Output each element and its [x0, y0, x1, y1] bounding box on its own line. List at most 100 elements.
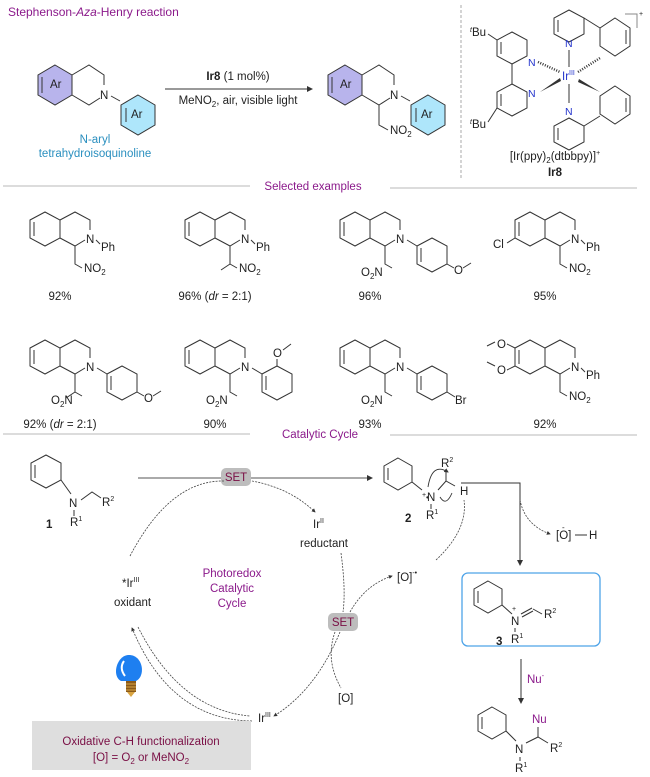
methoxy-o: O	[454, 265, 463, 277]
oh-arrow	[519, 499, 551, 535]
cycle-arc	[273, 631, 341, 717]
n-aryl-ring	[120, 94, 156, 136]
ir-ii: IrII	[313, 518, 324, 531]
nitro-group: NO2	[569, 263, 591, 277]
ar-label: Ar	[421, 109, 433, 121]
nitro-group: O2N	[51, 395, 73, 409]
bromo-group: Br	[455, 395, 467, 407]
r1-group: R1	[515, 762, 527, 775]
phenyl-label: Ph	[101, 242, 115, 254]
compound-number: 2	[405, 513, 411, 525]
n-atom: N	[86, 234, 94, 246]
r1-group: R1	[511, 633, 523, 646]
cation-charge: +	[422, 492, 426, 499]
final-product: N Nu R2 R1	[477, 706, 562, 775]
iridium-center: IrIII	[562, 70, 575, 83]
example-compound: N Br O2N 93%	[339, 339, 467, 431]
yield-label: 92% (dr = 2:1)	[23, 419, 96, 431]
ir-iii: IrIII	[258, 712, 271, 725]
catalyst-formula: [Ir(ppy)2(dtbbpy)]+	[510, 150, 600, 165]
compound-number: 3	[496, 636, 502, 648]
r2-group: R2	[102, 496, 114, 509]
compound-3: + N R2 R1 3	[473, 580, 556, 648]
set-label: SET	[225, 472, 247, 484]
example-compound: N O O2N 92% (dr = 2:1)	[23, 339, 162, 431]
h-atom: H	[460, 486, 468, 498]
methoxy-o: O	[273, 348, 282, 360]
oxidant-label: oxidant	[114, 597, 152, 609]
yield-label: 95%	[533, 291, 556, 303]
ar-label: Ar	[340, 79, 352, 91]
compound-1: N R2 R1 1	[30, 454, 114, 531]
o-radical-anion: [O]-•	[397, 570, 418, 584]
n-atom: N	[528, 88, 536, 100]
nitro-group: NO2	[569, 391, 591, 405]
tbu-group: tBu	[470, 119, 486, 131]
n-atom: N	[571, 362, 579, 374]
r2-group: R2	[544, 608, 556, 621]
ir-iii-excited: *IrIII	[122, 577, 139, 590]
set-badge-top	[221, 468, 251, 486]
substrate-structure: Ar N Ar N-aryl tetrahydroisoquinoline	[37, 64, 156, 160]
set-badge-bottom	[328, 613, 358, 631]
cycle-label: Cycle	[218, 598, 247, 610]
nitro-group: NO2	[239, 263, 261, 277]
cycle-arc	[349, 575, 393, 613]
nu-group: Nu	[532, 714, 547, 726]
product-structure: Ar N Ar NO2	[327, 64, 446, 139]
yield-label: 96% (dr = 2:1)	[178, 291, 251, 303]
catalyst-structure: N IrIII N N N tBu tBu + [Ir(ppy)2	[470, 9, 643, 179]
example-compound: N O O2N 90%	[184, 339, 293, 431]
deprotonation-arrow	[461, 482, 523, 566]
note-line: Oxidative C-H functionalization	[62, 736, 219, 748]
substrate-caption: tetrahydroisoquinoline	[39, 148, 152, 160]
yield-label: 93%	[358, 419, 381, 431]
note-line: [O] = O2 or MeNO2	[93, 752, 190, 766]
cation-charge: +	[512, 606, 516, 613]
n-atom: N	[511, 616, 519, 628]
reaction-arrow: Ir8 (1 mol%) MeNO2, air, visible light	[165, 71, 313, 109]
reductant-label: reductant	[300, 538, 349, 550]
nitro-group: O2N	[206, 395, 228, 409]
nitro-group: NO2	[84, 263, 106, 277]
n-atom: N	[396, 362, 404, 374]
section-title-cycle: Catalytic Cycle	[282, 429, 358, 441]
cycle-arc	[129, 480, 225, 557]
nucleophile-label: Nu-	[527, 673, 545, 686]
methoxy-o: O	[144, 393, 153, 405]
section-title-examples: Selected examples	[264, 181, 361, 193]
nitro-group: NO2	[390, 125, 412, 139]
methoxy-o: O	[497, 365, 506, 377]
n-atom: N	[427, 492, 435, 504]
cycle-arc	[330, 631, 342, 689]
n-atom: N	[86, 362, 94, 374]
yield-label: 92%	[48, 291, 71, 303]
example-compound: N O O2N 96%	[339, 211, 472, 303]
cycle-arc	[251, 480, 316, 513]
n-atom: N	[528, 57, 536, 69]
r1-group: R1	[426, 509, 438, 522]
cycle-arc	[137, 626, 251, 717]
ar-label: Ar	[50, 79, 62, 91]
r2-group: R2	[550, 742, 562, 755]
n-atom: N	[396, 234, 404, 246]
tbu-group: tBu	[470, 27, 486, 39]
catalyst-condition: Ir8 (1 mol%)	[206, 71, 269, 83]
n-atom: N	[241, 234, 249, 246]
nitro-group: O2N	[361, 395, 383, 409]
cycle-arc	[340, 552, 345, 613]
oh-charge: -	[562, 523, 565, 532]
set-label: SET	[332, 617, 354, 629]
yield-label: 90%	[203, 419, 226, 431]
yield-label: 92%	[533, 419, 556, 431]
nitro-group: O2N	[361, 267, 383, 281]
n-atom: N	[69, 498, 77, 510]
n-atom: N	[241, 362, 249, 374]
yield-label: 96%	[358, 291, 381, 303]
